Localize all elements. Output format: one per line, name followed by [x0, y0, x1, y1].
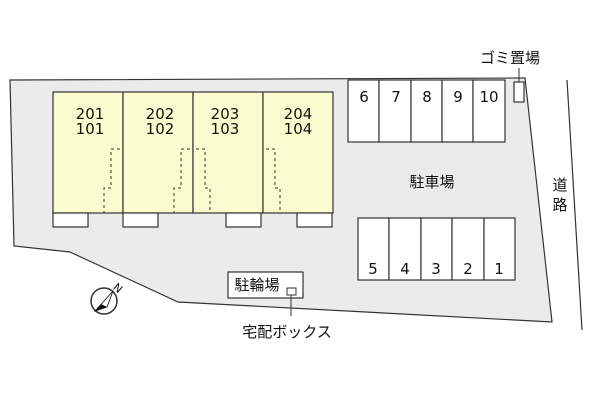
parking-label-9: 9	[453, 88, 463, 106]
unit-1-upper: 201	[76, 105, 105, 123]
porch-3	[225, 212, 262, 228]
parking-label-1: 1	[494, 260, 504, 278]
parking-space-2	[451, 217, 485, 281]
bicycle-parking-label: 駐輪場	[234, 276, 279, 294]
parking-row-bottom: 5 4 3 2 1	[357, 217, 516, 281]
parking-space-9	[441, 79, 474, 143]
north-compass-icon: N	[90, 281, 125, 315]
stair-outline-2	[173, 148, 190, 213]
parking-space-4	[388, 217, 422, 281]
parking-label-4: 4	[400, 260, 410, 278]
garbage-area-box	[513, 81, 525, 103]
garbage-area-label: ゴミ置場	[480, 49, 540, 67]
road-label-2: 路	[552, 196, 567, 214]
road-edge-line	[566, 79, 583, 331]
parking-label-10: 10	[479, 88, 498, 106]
porch-2	[122, 212, 159, 228]
porch-4	[296, 212, 333, 228]
delivery-box-marker	[286, 287, 297, 296]
porch-1	[52, 212, 89, 228]
delivery-box-label: 宅配ボックス	[242, 323, 332, 341]
unit-3-upper: 203	[211, 105, 240, 123]
parking-label-3: 3	[431, 260, 441, 278]
unit-3-lower: 103	[211, 120, 240, 138]
unit-2-lower: 102	[146, 120, 175, 138]
stair-outline-4	[266, 148, 281, 213]
unit-4-lower: 104	[284, 120, 313, 138]
unit-4-upper: 204	[284, 105, 313, 123]
stair-outline-3	[196, 148, 211, 213]
parking-area-label: 駐車場	[409, 173, 454, 191]
building: 201 101 202 102 203 103 204 104	[52, 91, 334, 228]
parking-label-8: 8	[422, 88, 432, 106]
parking-space-10	[472, 79, 506, 143]
parking-row-top: 6 7 8 9 10	[347, 79, 506, 143]
parking-space-1	[483, 217, 516, 281]
parking-label-2: 2	[463, 260, 473, 278]
parking-label-6: 6	[359, 88, 369, 106]
parking-label-7: 7	[391, 88, 401, 106]
stair-outline-1	[103, 148, 120, 213]
parking-label-5: 5	[368, 260, 378, 278]
road-label-1: 道	[552, 176, 567, 194]
unit-1-lower: 101	[76, 120, 105, 138]
unit-2-upper: 202	[146, 105, 175, 123]
